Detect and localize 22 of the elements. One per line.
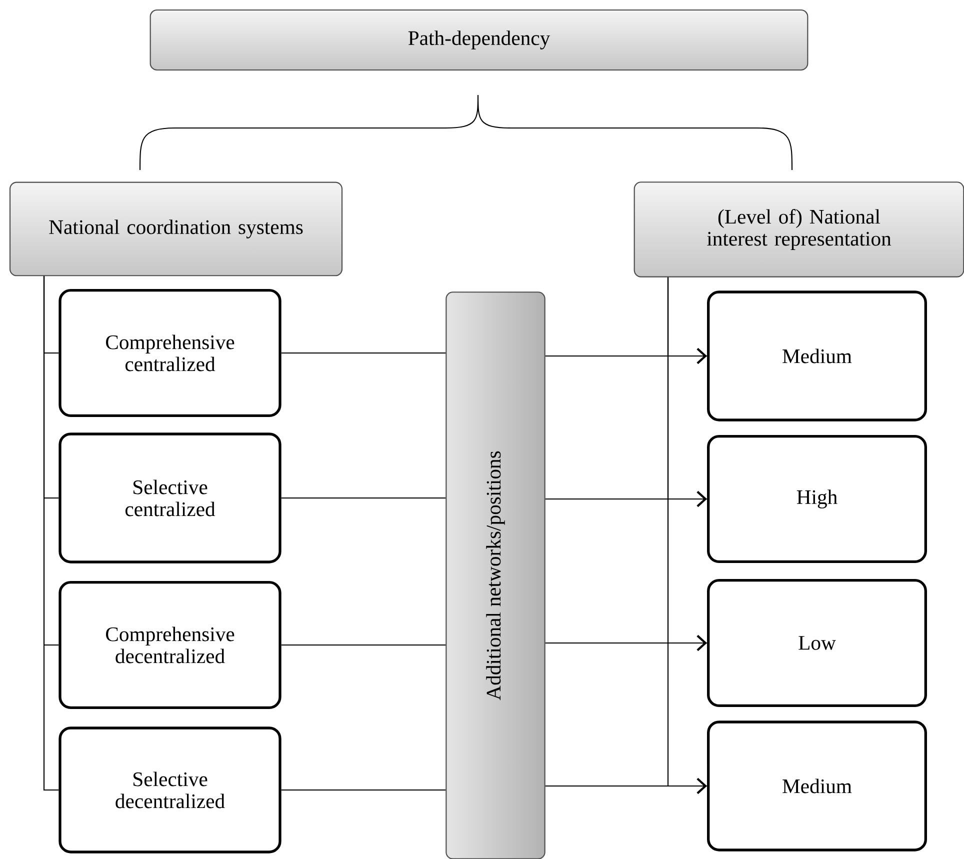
header-box: National coordination systems (9, 182, 343, 276)
connector-line (667, 277, 707, 787)
connector-line (43, 276, 59, 791)
category-box: High (707, 434, 927, 563)
category-box: Comprehensive decentralized (58, 580, 282, 709)
vertical-bar: Additional networks/positions (446, 292, 546, 859)
connector-line (281, 789, 446, 791)
category-box: Selective decentralized (58, 726, 282, 854)
header-box: (Level of) National interest representation (634, 182, 964, 278)
header-box: Path-dependency (150, 9, 808, 71)
connector-line (281, 497, 446, 499)
arrow (545, 634, 708, 652)
connector-line (281, 644, 446, 646)
arrow (545, 778, 708, 794)
category-box: Selective centralized (58, 432, 282, 564)
category-box: Low (707, 578, 927, 707)
connector-line (281, 352, 446, 354)
arrow (545, 490, 708, 508)
category-box: Medium (707, 290, 927, 422)
arrow (545, 348, 708, 364)
category-box: Medium (707, 720, 927, 852)
category-box: Comprehensive centralized (58, 288, 282, 417)
